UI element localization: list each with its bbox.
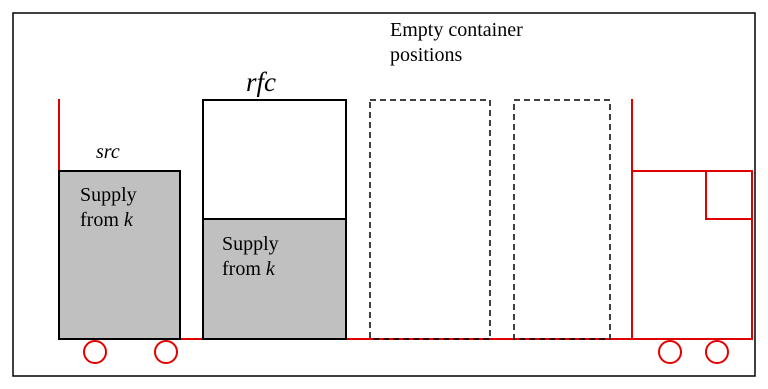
empty-container-position-1	[369, 99, 491, 340]
wheel-right-1	[658, 340, 682, 364]
empty-container-position-2	[513, 99, 611, 340]
rfc-container-loaded-space	[202, 218, 347, 340]
src-supply-line-1: Supply	[80, 184, 137, 206]
src-supply-line-2: from k	[80, 208, 137, 233]
empty-container-positions-line-2: positions	[390, 44, 463, 66]
src-container	[58, 170, 181, 340]
rfc-container-empty-space	[202, 99, 347, 220]
locomotive-cab	[705, 170, 753, 220]
rfc-label: rfc	[246, 67, 276, 97]
src-supply-label: Supply from k	[80, 183, 137, 233]
locomotive-body	[631, 170, 753, 340]
rfc-supply-prefix: from	[222, 258, 266, 280]
wheel-right-2	[705, 340, 729, 364]
wheel-left-1	[83, 340, 107, 364]
rfc-supply-variable: k	[265, 258, 275, 280]
empty-container-positions-line-1: Empty container	[390, 19, 523, 41]
rfc-supply-label: Supply from k	[222, 232, 279, 282]
src-supply-variable: k	[123, 209, 133, 231]
wheel-left-2	[154, 340, 178, 364]
empty-container-positions-label: Empty container positions	[390, 18, 523, 68]
rfc-supply-line-1: Supply	[222, 233, 279, 255]
rfc-supply-line-2: from k	[222, 257, 279, 282]
src-label: src	[96, 141, 120, 163]
src-supply-prefix: from	[80, 209, 124, 231]
